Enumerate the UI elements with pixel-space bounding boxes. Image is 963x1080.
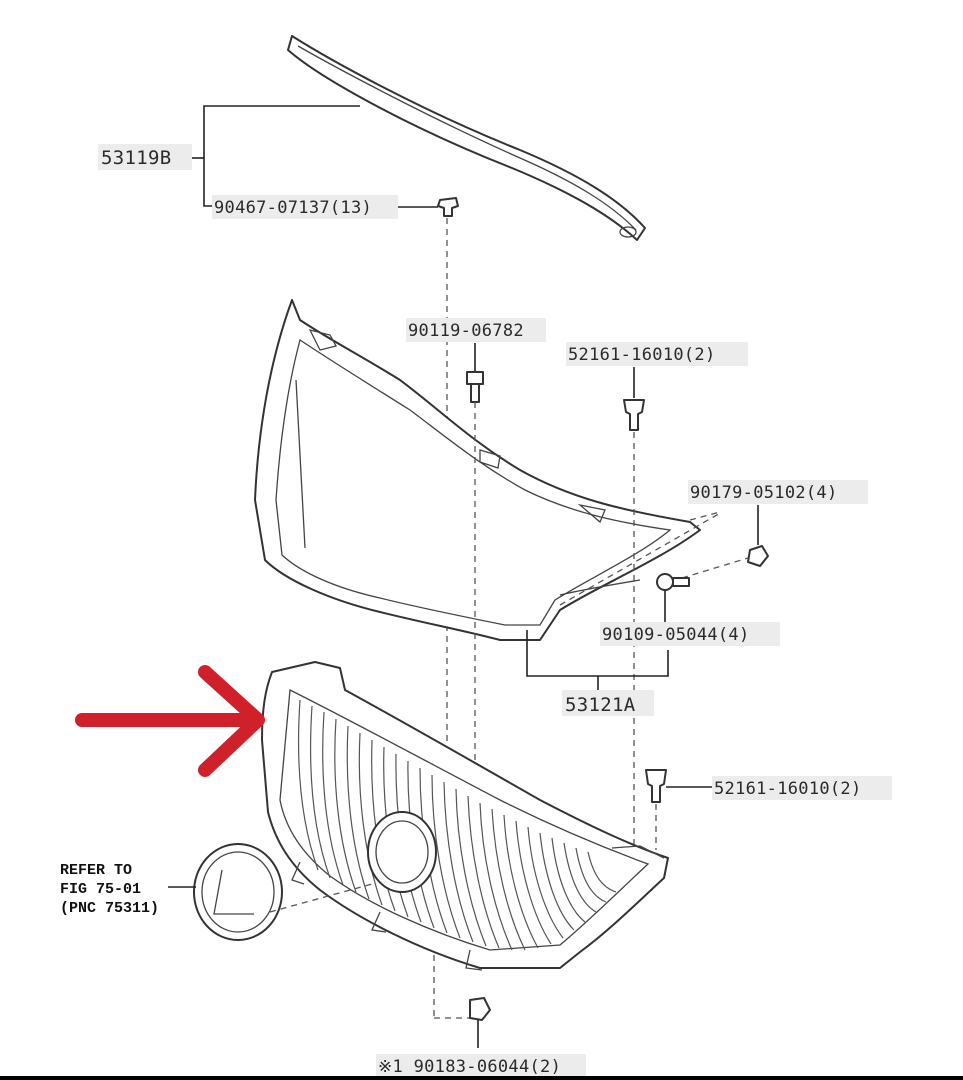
nut-right-icon [747, 545, 769, 567]
dashed-nut-a [689, 511, 721, 521]
label-retainer-upper: 52161-16010(2) [568, 345, 716, 365]
note-line-1: REFER TO [60, 862, 132, 879]
label-53119b: 53119B [101, 147, 171, 169]
label-retainer-lower: 52161-16010(2) [714, 779, 862, 799]
upper-frame [254, 299, 701, 641]
clip-top-icon [398, 197, 459, 217]
grille-body [261, 661, 669, 971]
label-bg-retainer-upper [566, 342, 748, 366]
label-bg-53119b [98, 144, 192, 170]
label-clip-bottom: ※1 90183-06044(2) [378, 1057, 561, 1077]
note-line-2: FIG 75-01 [60, 881, 141, 898]
dashed-emblem [269, 883, 373, 913]
label-bg-retainer-lower [712, 776, 892, 800]
dashed-nut-c [681, 557, 749, 579]
label-bg-bolt-upper [406, 318, 546, 342]
label-bg-screw-right [600, 622, 780, 646]
label-bg-clip-top [212, 195, 398, 219]
retainer-upper-icon [623, 399, 645, 431]
label-bg-53121a [562, 690, 654, 716]
label-clip-top: 90467-07137(13) [214, 198, 372, 218]
screw-right-icon [656, 573, 690, 591]
retainer-lower-icon [645, 769, 667, 803]
emblem-icon [193, 843, 283, 941]
note-line-3: (PNC 75311) [60, 900, 159, 917]
label-bolt-upper: 90119-06782 [408, 321, 524, 341]
label-bg-clip-bottom [376, 1054, 586, 1078]
bolt-upper-icon [466, 371, 484, 403]
molding-strip [287, 35, 646, 241]
label-screw-right: 90109-05044(4) [602, 625, 750, 645]
clip-bottom-icon [469, 997, 491, 1021]
leader-53119b [190, 105, 360, 207]
label-bg-nut-right [688, 480, 868, 504]
red-arrow-icon [75, 665, 265, 777]
dashed-nut-b [559, 511, 723, 606]
label-53121a: 53121A [565, 694, 636, 716]
label-nut-right: 90179-05102(4) [690, 483, 838, 503]
grille-bars [297, 699, 617, 951]
